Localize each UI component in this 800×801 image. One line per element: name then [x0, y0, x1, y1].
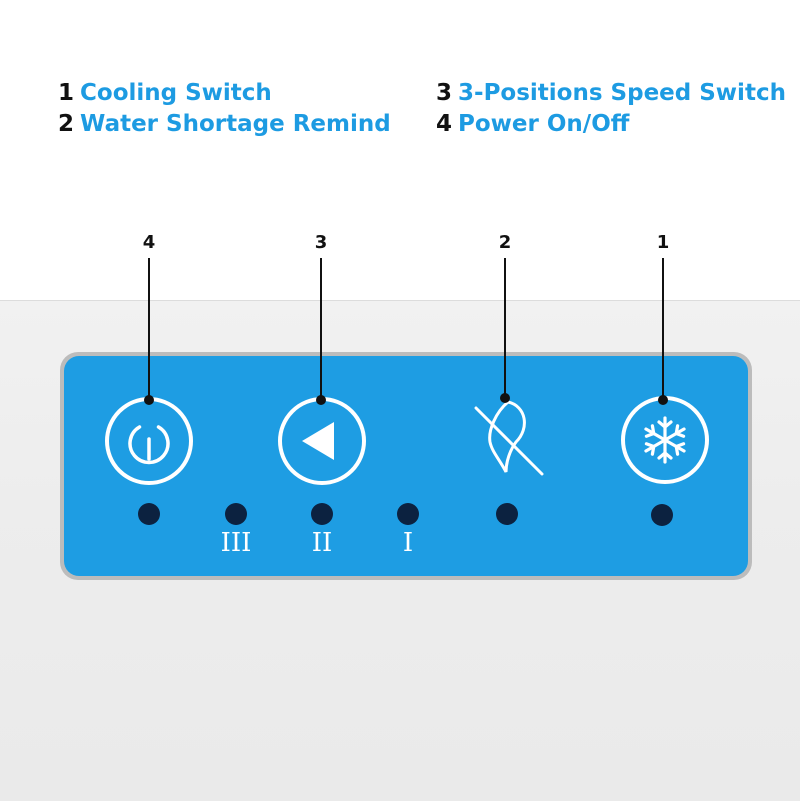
legend-number: 1 — [58, 80, 75, 106]
callout-number-speed: 3 — [314, 232, 328, 253]
legend-label: Cooling Switch — [80, 80, 272, 106]
water-shortage-indicator — [466, 398, 546, 478]
speed-label-low: I — [402, 528, 414, 558]
legend-label: Power On/Off — [458, 111, 630, 137]
snowflake-icon — [621, 396, 709, 484]
legend-number: 2 — [58, 111, 75, 137]
callout-number-power: 4 — [142, 232, 156, 253]
power-indicator-light — [138, 503, 160, 525]
power-button[interactable] — [103, 395, 195, 487]
callout-number-cooling: 1 — [656, 232, 670, 253]
speed-high-indicator-light — [225, 503, 247, 525]
speed-label-mid: II — [311, 528, 333, 558]
cooling-button[interactable] — [619, 394, 711, 486]
water-drop-crossed-icon — [474, 400, 544, 476]
background-top — [0, 0, 800, 300]
callout-number-water: 2 — [498, 232, 512, 253]
water-indicator-light — [496, 503, 518, 525]
play-left-icon — [278, 397, 366, 485]
power-icon — [105, 397, 193, 485]
cooling-indicator-light — [651, 504, 673, 526]
speed-button[interactable] — [276, 395, 368, 487]
legend-number: 4 — [436, 111, 453, 137]
legend-number: 3 — [436, 80, 453, 106]
speed-label-high: III — [220, 528, 252, 558]
speed-mid-indicator-light — [311, 503, 333, 525]
legend-label: 3-Positions Speed Switch — [458, 80, 786, 106]
legend-label: Water Shortage Remind — [80, 111, 391, 137]
speed-low-indicator-light — [397, 503, 419, 525]
